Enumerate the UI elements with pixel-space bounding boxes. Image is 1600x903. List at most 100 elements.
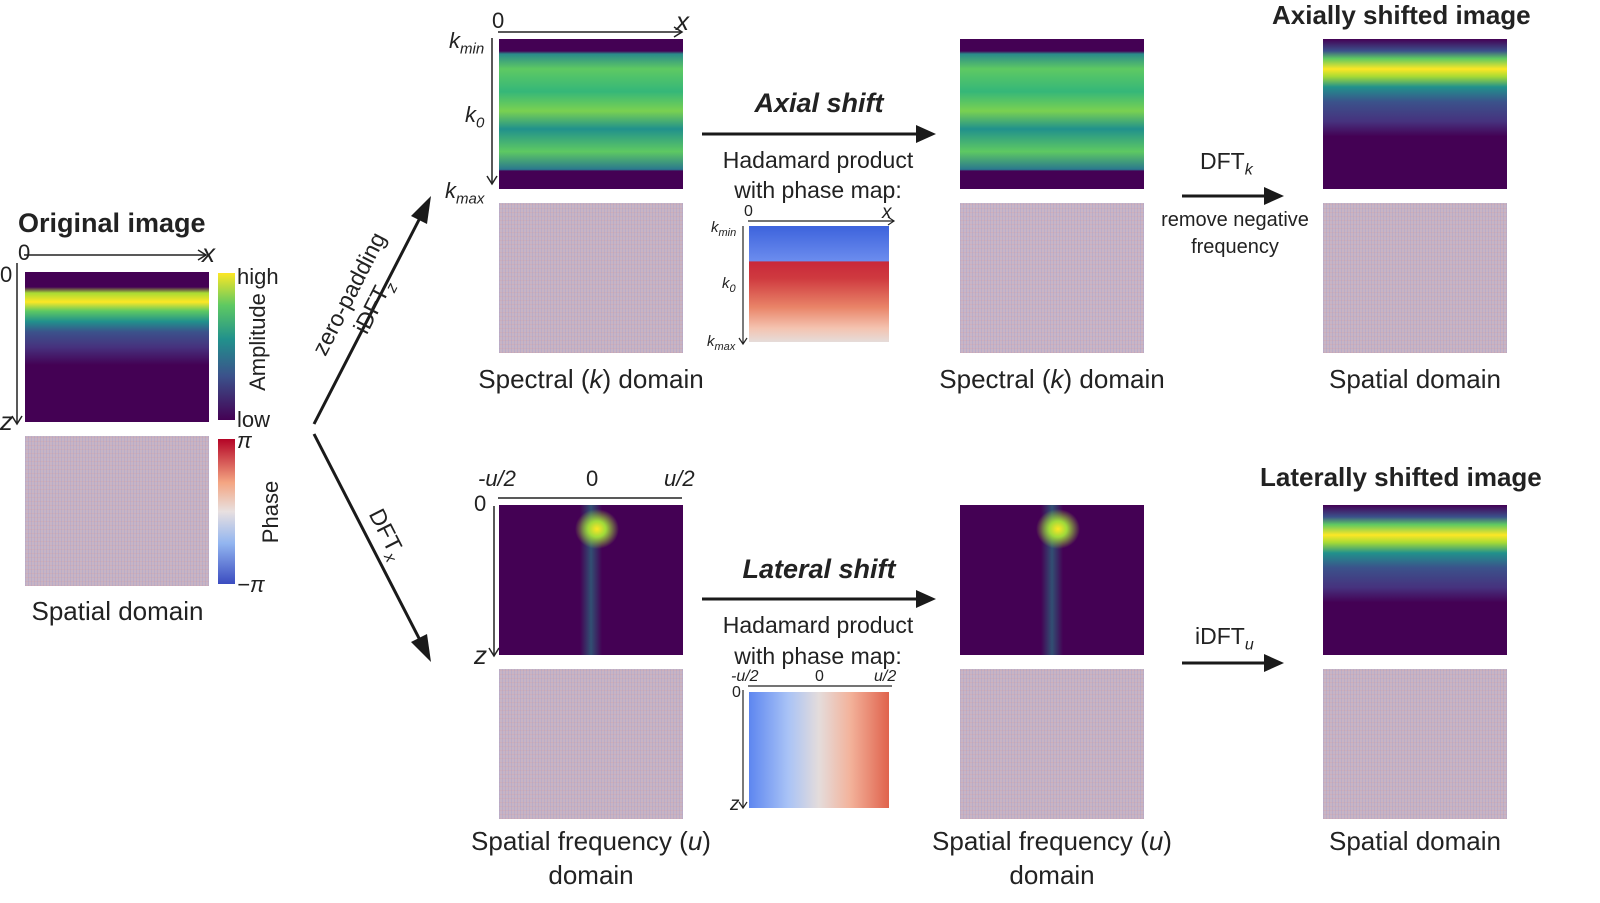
lateral-result-title: Laterally shifted image (1260, 462, 1542, 492)
lateral-result-phase-image (1323, 669, 1507, 819)
axial-map-k0: k0 (722, 275, 736, 295)
dft-k-main: DFT (1200, 148, 1245, 174)
u-panel-z-origin: 0 (474, 491, 487, 516)
lateral-hadamard-line2: with phase map: (734, 643, 902, 669)
axial-map-k0-main: k (722, 275, 730, 292)
k-caption-pre: Spectral ( (478, 364, 590, 394)
lateral-phase-map-axes (738, 685, 892, 810)
shifted-k-caption-var: k (1050, 364, 1064, 394)
k-min-sub: min (460, 40, 485, 58)
k-panel-x-origin: 0 (492, 8, 505, 33)
axial-map-kmin: kmin (711, 219, 736, 239)
axial-hadamard-text: Hadamard product with phase map: (700, 145, 936, 205)
u-panel-z-label: z (474, 640, 487, 670)
lateral-map-zero: 0 (815, 668, 824, 685)
original-amplitude-image (25, 272, 209, 422)
shifted-k-caption-pre: Spectral ( (939, 364, 1051, 394)
u-panel-neg-label: -u/2 (478, 466, 516, 491)
axial-map-k0-sub: 0 (729, 283, 736, 295)
phase-colorbar (218, 439, 235, 584)
axial-result-amplitude-image (1323, 39, 1507, 189)
idft-u-label: iDFTu (1195, 623, 1254, 655)
original-x-origin: 0 (18, 240, 31, 265)
u-panel-zero-label: 0 (586, 466, 599, 491)
axial-map-kmax-sub: max (714, 341, 736, 353)
original-z-origin: 0 (0, 262, 13, 287)
axial-map-kmax: kmax (707, 333, 735, 353)
k-min-main: k (449, 28, 460, 53)
idft-u-arrow (1182, 654, 1284, 672)
k-max-label: kmax (445, 178, 484, 207)
shifted-k-caption-post: ) domain (1063, 364, 1165, 394)
original-z-axis-label: z (0, 406, 13, 436)
shifted-k-domain-amplitude-image (960, 39, 1144, 189)
remove-negative-line2: frequency (1191, 236, 1279, 258)
idft-u-main: iDFT (1195, 623, 1245, 649)
k-max-sub: max (456, 190, 485, 208)
lateral-hadamard-text: Hadamard product with phase map: (700, 610, 936, 672)
u-domain-caption: Spatial frequency (u) domain (436, 824, 746, 892)
original-axes (11, 249, 208, 426)
branch-arrows (312, 196, 431, 662)
dft-k-label: DFTk (1200, 148, 1253, 180)
axial-phase-map (749, 226, 889, 342)
phase-colorbar-title: Phase (258, 480, 283, 544)
phase-low-label: −π (237, 572, 265, 597)
original-caption: Spatial domain (31, 596, 204, 626)
lateral-result-amplitude-image (1323, 505, 1507, 655)
lateral-shift-title: Lateral shift (742, 554, 896, 584)
k-caption-post: ) domain (602, 364, 704, 394)
axial-map-origin: 0 (744, 203, 753, 220)
k0-sub: 0 (476, 114, 485, 132)
remove-negative-line1: remove negative (1161, 209, 1309, 231)
amplitude-colorbar (218, 273, 235, 420)
u-panel-pos-label: u/2 (664, 466, 695, 491)
remove-negative-text: remove negative frequency (1145, 207, 1325, 261)
k-max-main: k (445, 178, 456, 203)
dft-k-arrow (1182, 187, 1284, 205)
k-domain-phase-image (499, 203, 683, 353)
amplitude-low-label: low (237, 407, 271, 432)
u-domain-amplitude-image (499, 505, 683, 655)
u-caption-post: ) (702, 826, 711, 856)
lateral-map-origin: 0 (732, 684, 741, 701)
u-caption-line2: domain (548, 860, 634, 890)
shifted-u-caption-post: ) (1163, 826, 1172, 856)
shifted-u-domain-phase-image (960, 669, 1144, 819)
amplitude-colorbar-title: Amplitude (245, 293, 270, 391)
axial-phase-map-axes (738, 216, 896, 346)
shifted-u-caption-var: u (1148, 826, 1164, 856)
u-caption-pre: Spatial frequency ( (471, 826, 688, 856)
lateral-shift-arrow (702, 590, 936, 608)
lateral-hadamard-line1: Hadamard product (722, 612, 914, 638)
axial-map-kmax-main: k (707, 333, 715, 350)
lateral-map-z: z (730, 794, 740, 815)
dft-k-sub: k (1244, 161, 1253, 179)
axial-map-kmin-main: k (711, 219, 719, 236)
axial-result-phase-image (1323, 203, 1507, 353)
shifted-k-domain-caption: Spectral (k) domain (917, 362, 1187, 396)
axial-hadamard-line2: with phase map: (734, 177, 902, 203)
lateral-result-caption: Spatial domain (1329, 826, 1501, 856)
phase-high-label: π (237, 428, 252, 453)
original-x-axis-label: x (202, 238, 215, 268)
original-phase-image (25, 436, 209, 586)
lateral-map-neg: -u/2 (731, 668, 759, 685)
k-panel-x-label: x (676, 6, 689, 36)
shifted-k-domain-phase-image (960, 203, 1144, 353)
axial-map-x-label: x (882, 202, 892, 223)
shifted-u-domain-caption: Spatial frequency (u) domain (897, 824, 1207, 892)
k-min-label: kmin (449, 28, 484, 57)
k-panel-axes (486, 26, 684, 186)
u-panel-axes (488, 497, 682, 658)
u-caption-var: u (687, 826, 703, 856)
lateral-map-pos: u/2 (874, 668, 897, 685)
k-domain-caption: Spectral (k) domain (456, 362, 726, 396)
k0-label: k0 (465, 102, 484, 131)
idft-u-sub: u (1244, 636, 1254, 654)
axial-map-kmin-sub: min (718, 227, 737, 239)
axial-hadamard-line1: Hadamard product (722, 147, 914, 173)
shifted-u-caption-pre: Spatial frequency ( (932, 826, 1149, 856)
axial-result-caption: Spatial domain (1329, 364, 1501, 394)
axial-result-title: Axially shifted image (1272, 0, 1531, 30)
